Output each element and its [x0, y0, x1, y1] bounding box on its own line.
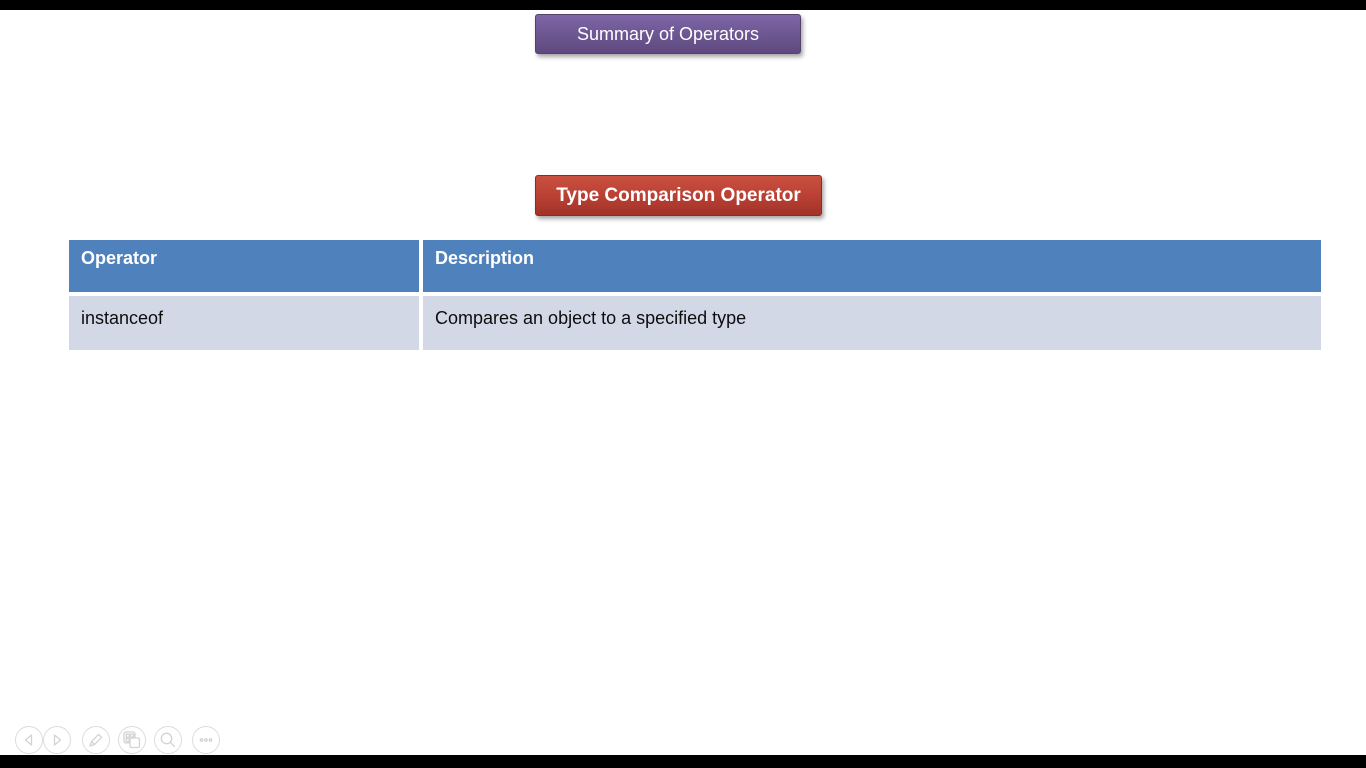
table-header-description: Description: [423, 240, 1321, 292]
operators-table: Operator Description instanceof Compares…: [69, 240, 1321, 354]
right-arrow-icon: [43, 726, 71, 754]
previous-slide-button[interactable]: [15, 726, 43, 754]
table-row: instanceof Compares an object to a speci…: [69, 296, 1321, 350]
slide-canvas: Summary of Operators Type Comparison Ope…: [0, 10, 1366, 755]
table-cell-operator: instanceof: [69, 296, 419, 350]
slide-title-text: Summary of Operators: [576, 23, 760, 44]
next-slide-button[interactable]: [43, 726, 71, 754]
see-all-slides-button[interactable]: [118, 726, 146, 754]
slide-title-banner: Summary of Operators: [535, 14, 801, 54]
slides-grid-icon: [118, 726, 146, 754]
section-banner-text: Type Comparison Operator: [556, 184, 801, 206]
zoom-button[interactable]: [154, 726, 182, 754]
slideshow-toolbar: [0, 726, 240, 754]
pen-tools-button[interactable]: [82, 726, 110, 754]
table-cell-description: Compares an object to a specified type: [423, 296, 1321, 350]
more-options-button[interactable]: [192, 726, 220, 754]
pen-icon: [82, 726, 110, 754]
table-header-row: Operator Description: [69, 240, 1321, 292]
left-arrow-icon: [15, 726, 43, 754]
ellipsis-icon: [192, 726, 220, 754]
table-header-operator: Operator: [69, 240, 419, 292]
magnifier-icon: [154, 726, 182, 754]
section-banner: Type Comparison Operator: [535, 175, 822, 216]
